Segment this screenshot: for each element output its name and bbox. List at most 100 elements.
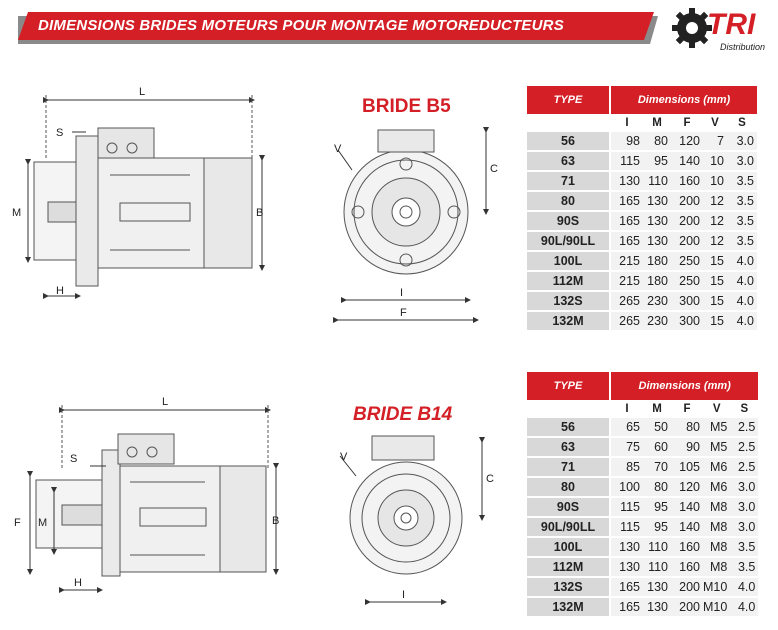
type-cell: 132S — [527, 578, 609, 596]
value-cell: 80 — [643, 478, 671, 496]
value-cell: 50 — [643, 418, 671, 436]
value-cell: 10 — [703, 152, 727, 170]
b5-side-view — [33, 127, 253, 287]
logo-subtitle: Distribution — [720, 42, 766, 52]
col-F: F — [683, 403, 691, 415]
value-cell: 265 — [611, 292, 643, 310]
value-cell: 2.5 — [730, 418, 759, 436]
value-cell: 3.0 — [730, 518, 759, 536]
value-cell: M8 — [703, 518, 731, 536]
value-cell: 165 — [611, 232, 643, 250]
b14-side-view — [35, 433, 267, 577]
value-cell: 250 — [671, 272, 703, 290]
value-cell: M6 — [703, 478, 731, 496]
value-cell: 200 — [671, 578, 703, 596]
value-cell: 300 — [671, 292, 703, 310]
value-cell: 130 — [643, 212, 671, 230]
value-cell: 130 — [643, 192, 671, 210]
b5-title: BRIDE B5 — [362, 96, 451, 117]
value-cell: 80 — [671, 418, 703, 436]
type-cell: 71 — [527, 458, 609, 476]
value-cell: 15 — [703, 272, 727, 290]
value-cell: 115 — [611, 152, 643, 170]
value-cell: 200 — [671, 598, 703, 616]
value-cell: 98 — [611, 132, 643, 150]
value-cell: 4.0 — [730, 578, 759, 596]
value-cell: 60 — [643, 438, 671, 456]
value-cell: 3.5 — [727, 192, 757, 210]
value-cell: 215 — [611, 252, 643, 270]
b14-label-B: B — [272, 515, 279, 527]
type-cell: 90L/90LL — [527, 232, 609, 250]
value-cell: 200 — [671, 192, 703, 210]
type-cell: 112M — [527, 558, 609, 576]
value-cell: M5 — [703, 418, 731, 436]
value-cell: 4.0 — [727, 272, 757, 290]
page-title: DIMENSIONS BRIDES MOTEURS POUR MONTAGE M… — [38, 17, 564, 34]
value-cell: 180 — [643, 272, 671, 290]
value-cell: 3.5 — [727, 172, 757, 190]
b14-label-C: C — [486, 473, 494, 485]
type-cell: 56 — [527, 132, 609, 150]
value-cell: 110 — [643, 558, 671, 576]
value-cell: 165 — [611, 212, 643, 230]
value-cell: 12 — [703, 192, 727, 210]
value-cell: 95 — [643, 152, 671, 170]
value-cell: 120 — [671, 478, 703, 496]
col-I: I — [625, 117, 629, 129]
value-cell: 230 — [643, 292, 671, 310]
col-I: I — [625, 403, 629, 415]
value-cell: 15 — [703, 252, 727, 270]
b14-title: BRIDE B14 — [353, 404, 453, 425]
b5-label-H: H — [56, 285, 64, 297]
value-cell: 130 — [611, 172, 643, 190]
type-cell: 90S — [527, 498, 609, 516]
type-cell: 90S — [527, 212, 609, 230]
b5-label-V: V — [334, 143, 342, 155]
value-cell: 160 — [671, 538, 703, 556]
value-cell: 4.0 — [730, 598, 759, 616]
value-cell: 15 — [703, 292, 727, 310]
b14-label-S: S — [70, 453, 77, 465]
value-cell: 160 — [671, 558, 703, 576]
value-cell: 3.5 — [730, 538, 759, 556]
value-cell: 130 — [611, 558, 643, 576]
gear-logo-icon — [672, 8, 712, 48]
value-cell: 140 — [671, 518, 703, 536]
col-F: F — [683, 117, 691, 129]
col-M: M — [652, 403, 662, 415]
type-header: TYPE — [527, 86, 609, 114]
b14-front-view — [349, 435, 463, 575]
value-cell: 230 — [643, 312, 671, 330]
value-cell: 15 — [703, 312, 727, 330]
value-cell: 130 — [643, 578, 671, 596]
value-cell: 3.5 — [730, 558, 759, 576]
value-cell: M8 — [703, 498, 731, 516]
value-cell: 4.0 — [727, 292, 757, 310]
type-cell: 90L/90LL — [527, 518, 609, 536]
value-cell: 140 — [671, 498, 703, 516]
value-cell: 180 — [643, 252, 671, 270]
value-cell: 105 — [671, 458, 703, 476]
b5-label-C: C — [490, 163, 498, 175]
value-cell: 95 — [643, 498, 671, 516]
b5-label-S: S — [56, 127, 63, 139]
value-cell: 250 — [671, 252, 703, 270]
value-cell: 3.5 — [727, 232, 757, 250]
value-cell: 140 — [671, 152, 703, 170]
value-cell: 115 — [611, 498, 643, 516]
value-cell: 12 — [703, 232, 727, 250]
b5-label-L: L — [139, 86, 145, 98]
value-cell: 115 — [611, 518, 643, 536]
